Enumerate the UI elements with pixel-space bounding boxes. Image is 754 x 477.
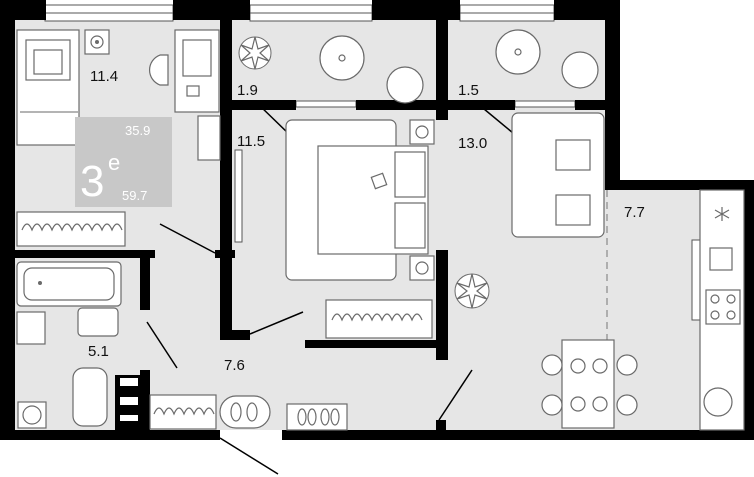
plant-icon [238,36,272,70]
room-area-balcony-right: 1.5 [458,82,479,99]
furniture-balconies [238,29,599,104]
room-area-kitchen: 7.7 [624,204,645,221]
badge-living-area: 35.9 [125,123,150,138]
furniture-bathroom [16,261,138,429]
room-labels: 11.4 1.9 1.5 11.5 13.0 7.7 5.1 7.6 [88,68,645,374]
room-area-living-room: 13.0 [458,135,487,152]
furniture-hallway [149,394,348,431]
room-area-hallway: 7.6 [224,357,245,374]
apartment-badge: 35.9 3 е 59.7 [75,117,172,207]
badge-rooms-suffix: е [108,150,120,175]
badge-background [75,117,172,207]
room-area-bathroom: 5.1 [88,343,109,360]
room-area-bedroom-left: 11.4 [90,68,118,85]
furniture-kitchen [541,189,745,431]
badge-total-area: 59.7 [122,188,147,203]
furniture-living-room [454,112,605,309]
room-area-balcony-middle: 1.9 [237,82,258,99]
furniture-bedroom-left [16,29,221,247]
walls [0,0,754,440]
room-area-bedroom-center: 11.5 [237,133,265,150]
badge-rooms-count: 3 [80,157,104,206]
door-swings [146,103,514,475]
furniture-bedroom-center [285,119,435,339]
plant-icon [454,273,490,309]
